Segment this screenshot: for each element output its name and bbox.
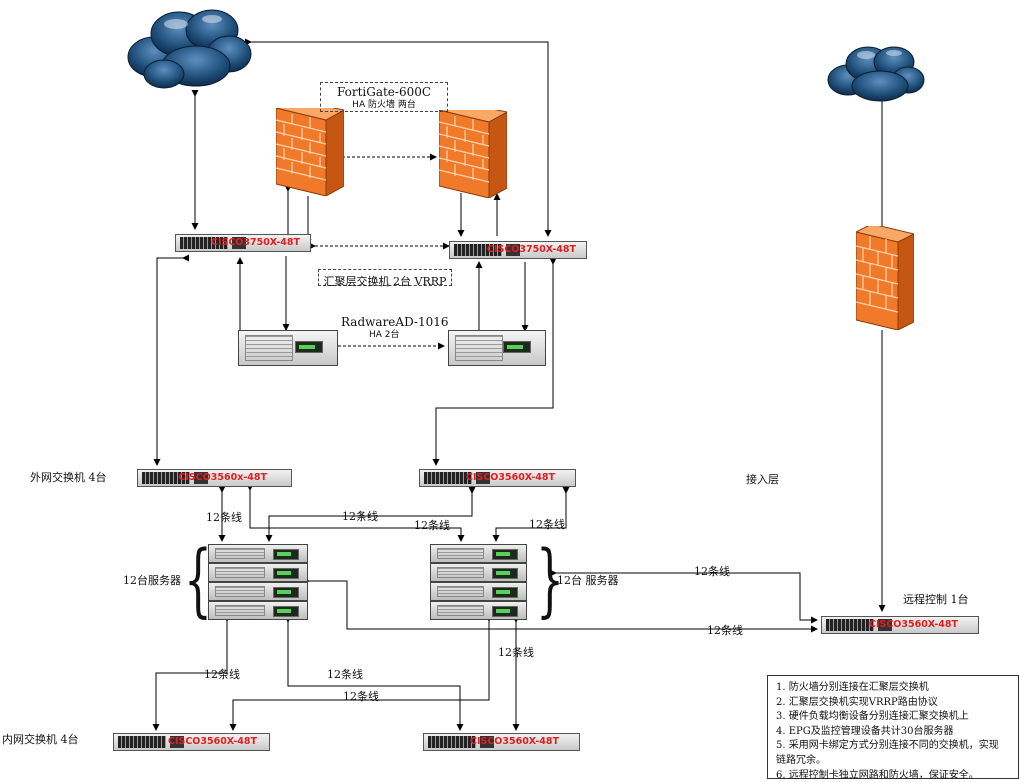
note-line: 1. 防火墙分别连接在汇聚层交换机	[776, 682, 929, 693]
loadbalancer-ha-label: HA 2台	[369, 330, 400, 340]
agg-switch-right: CISCO3750X-48T	[449, 241, 587, 259]
inner-switch-left: CISCO3560X-48T	[113, 733, 270, 751]
remote-control-label: 远程控制 1台	[903, 593, 969, 606]
note-line: 2. 汇聚层交换机实现VRRP路由协议	[776, 696, 938, 708]
remote-control-switch: CISCO3560X-48T	[821, 616, 979, 634]
internet-cloud-icon	[127, 9, 252, 89]
loadbalancer-model-label: RadwareAD-1016	[341, 315, 449, 329]
link-count-label: 12条线	[414, 519, 450, 532]
servers-left-label: 12台服务器	[123, 574, 181, 587]
agg-switch-note: 汇聚层交换机 2台 VRRP	[318, 269, 452, 288]
switch-model-label: CISCO3750X-48T	[210, 237, 300, 248]
outer-switch-left: CISCO3560x-48T	[137, 469, 292, 487]
link-count-label: 12条线	[327, 668, 363, 681]
switch-model-label: CISCO3560X-48T	[465, 472, 555, 483]
inner-switch-right: CISCO3560X-48T	[423, 733, 580, 751]
load-balancer-right	[448, 330, 546, 366]
note-line: 6. 远程控制卡独立网路和防火墙，保证安全。	[776, 769, 979, 781]
link-count-label: 12条线	[342, 510, 378, 523]
note-line: 链路冗余。	[776, 754, 826, 766]
link-count-label: 12条线	[498, 646, 534, 659]
servers-right-label: 12台 服务器	[557, 574, 619, 587]
note-line: 3. 硬件负载均衡设备分别连接汇聚交换机上	[776, 711, 969, 723]
link-count-label: 12条线	[707, 624, 743, 637]
switch-model-label: CISCO3750X-48T	[486, 244, 576, 255]
left-brace: {	[184, 533, 212, 626]
remote-cloud-icon	[827, 46, 925, 102]
firewall-info-box: FortiGate-600C HA 防火墙 两台	[320, 82, 448, 112]
link-count-label: 12条线	[206, 511, 242, 524]
link-count-label: 12条线	[694, 565, 730, 578]
note-line: 4. EPG及监控管理设备共计30台服务器	[776, 725, 954, 737]
access-layer-label: 接入层	[746, 473, 779, 486]
switch-model-label: CISCO3560X-48T	[167, 736, 257, 747]
agg-switch-left: CISCO3750X-48T	[175, 234, 311, 252]
switch-model-label: CISCO3560x-48T	[178, 472, 267, 483]
notes-box: 1. 防火墙分别连接在汇聚层交换机 2. 汇聚层交换机实现VRRP路由协议 3.…	[767, 675, 1019, 781]
outer-switches-label: 外网交换机 4台	[30, 471, 107, 484]
link-count-label: 12条线	[529, 518, 565, 531]
outer-switch-right: CISCO3560X-48T	[419, 469, 576, 487]
inner-switches-label: 内网交换机 4台	[2, 733, 79, 746]
link-count-label: 12条线	[343, 690, 379, 703]
firewall-right-icon	[439, 110, 507, 198]
load-balancer-left	[238, 330, 338, 366]
switch-model-label: CISCO3560X-48T	[868, 619, 958, 630]
firewall-left-icon	[276, 108, 344, 196]
firewall-model-label: FortiGate-600C	[336, 85, 432, 99]
firewall-ha-label: HA 防火墙 两台	[352, 100, 416, 110]
switch-model-label: CISCO3560X-48T	[469, 736, 559, 747]
right-brace: }	[536, 533, 564, 626]
note-line: 5. 采用网卡绑定方式分别连接不同的交换机，实现	[776, 740, 999, 752]
firewall-remote-icon	[856, 226, 914, 330]
link-count-label: 12条线	[204, 668, 240, 681]
